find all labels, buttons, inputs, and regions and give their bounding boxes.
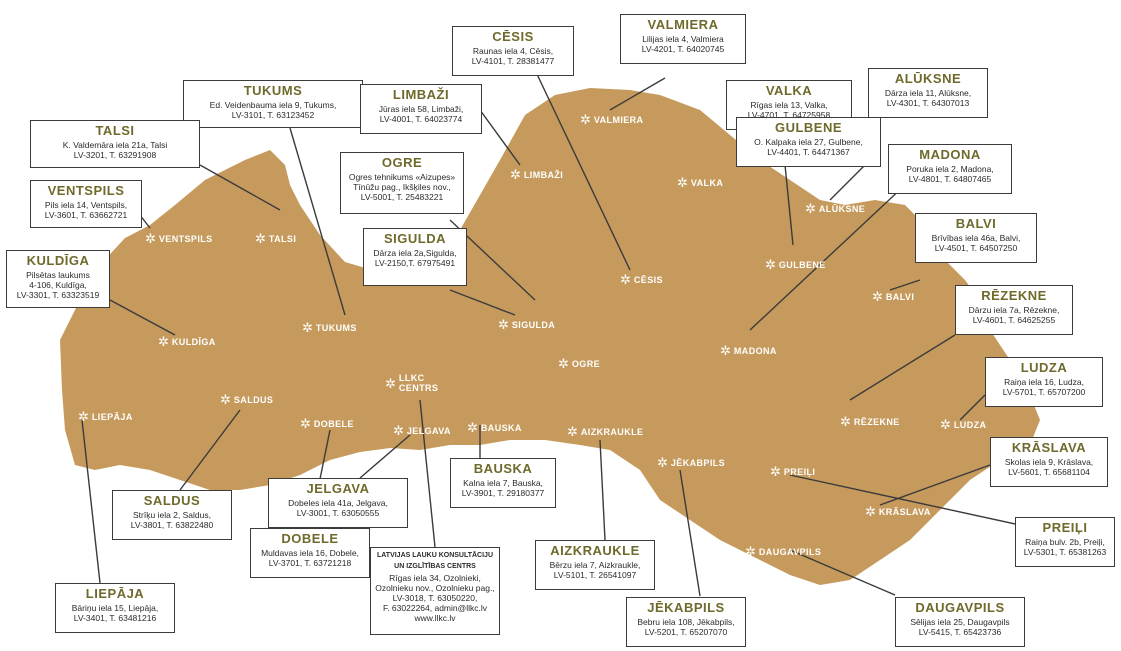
callout-dobele: DOBELE Muldavas iela 16, Dobele, LV-3701… xyxy=(250,528,370,578)
town-aluksne: ✲ALŪKSNE xyxy=(805,201,866,216)
callout-madona: MADONA Poruka iela 2, Madona, LV-4801, T… xyxy=(888,144,1012,194)
town-ventspils: ✲VENTSPILS xyxy=(145,231,213,246)
star-flower-icon: ✲ xyxy=(385,375,396,391)
star-flower-icon: ✲ xyxy=(770,464,781,479)
town-balvi: ✲BALVI xyxy=(872,289,915,304)
star-flower-icon: ✲ xyxy=(720,343,731,358)
callout-valmiera: VALMIERA Lilijas iela 4, Valmiera LV-420… xyxy=(620,14,746,64)
star-flower-icon: ✲ xyxy=(657,455,668,470)
star-flower-icon: ✲ xyxy=(805,201,816,216)
town-sigulda: ✲SIGULDA xyxy=(498,317,556,332)
callout-limbazi: LIMBAŽI Jūras iela 58, Limbaži, LV-4001,… xyxy=(360,84,482,134)
town-tukums: ✲TUKUMS xyxy=(302,320,357,335)
star-flower-icon: ✲ xyxy=(467,420,478,435)
star-flower-icon: ✲ xyxy=(620,272,631,287)
town-gulbene: ✲GULBENE xyxy=(765,257,826,272)
star-flower-icon: ✲ xyxy=(940,417,951,432)
town-jekabpils: ✲JĒKABPILS xyxy=(657,455,726,470)
star-flower-icon: ✲ xyxy=(872,289,883,304)
callout-bauska: BAUSKA Kalna iela 7, Bauska, LV-3901, T.… xyxy=(450,458,556,508)
callout-cesis: CĒSIS Raunas iela 4, Cēsis, LV-4101, T. … xyxy=(452,26,574,76)
star-flower-icon: ✲ xyxy=(567,424,578,439)
star-flower-icon: ✲ xyxy=(498,317,509,332)
callout-rezekne: RĒZEKNE Dārzu iela 7a, Rēzekne, LV-4601,… xyxy=(955,285,1073,335)
callout-talsi: TALSI K. Valdemāra iela 21a, Talsi LV-32… xyxy=(30,120,200,168)
star-flower-icon: ✲ xyxy=(677,175,688,190)
town-liepaja: ✲LIEPĀJA xyxy=(78,409,133,424)
star-flower-icon: ✲ xyxy=(302,320,313,335)
star-flower-icon: ✲ xyxy=(840,414,851,429)
callout-jelgava: JELGAVA Dobeles iela 41a, Jelgava, LV-30… xyxy=(268,478,408,528)
town-kraslava: ✲KRĀSLAVA xyxy=(865,504,931,519)
callout-ludza: LUDZA Raiņa iela 16, Ludza, LV-5701, T. … xyxy=(985,357,1103,407)
callout-kuldiga: KULDĪGA Pilsētas laukums 4-106, Kuldīga,… xyxy=(6,250,110,308)
callout-aluksne: ALŪKSNE Dārza iela 11, Alūksne, LV-4301,… xyxy=(868,68,988,118)
town-jelgava: ✲JELGAVA xyxy=(393,423,451,438)
town-aizkraukle: ✲AIZKRAUKLE xyxy=(567,424,644,439)
callout-liepaja: LIEPĀJA Bāriņu iela 15, Liepāja, LV-3401… xyxy=(55,583,175,633)
latvia-land-shape xyxy=(60,88,1040,585)
town-talsi: ✲TALSI xyxy=(255,231,297,246)
star-flower-icon: ✲ xyxy=(220,392,231,407)
callout-jekabpils: JĒKABPILS Bebru iela 108, Jēkabpils, LV-… xyxy=(626,597,746,647)
town-madona: ✲MADONA xyxy=(720,343,777,358)
star-flower-icon: ✲ xyxy=(580,112,591,127)
callout-aizkraukle: AIZKRAUKLE Bērzu iela 7, Aizkraukle, LV-… xyxy=(535,540,655,590)
town-preili: ✲PREIĻI xyxy=(770,464,816,479)
town-rezekne: ✲RĒZEKNE xyxy=(840,414,900,429)
callout-daugavpils: DAUGAVPILS Sēlijas iela 25, Daugavpils L… xyxy=(895,597,1025,647)
callout-ogre: OGRE Ogres tehnikums «Aizupes» Tīnūžu pa… xyxy=(340,152,464,214)
callout-preili: PREIĻI Raiņa bulv. 2b, Preiļi, LV-5301, … xyxy=(1015,517,1115,567)
town-daugavpils: ✲DAUGAVPILS xyxy=(745,544,822,559)
star-flower-icon: ✲ xyxy=(393,423,404,438)
star-flower-icon: ✲ xyxy=(145,231,156,246)
town-valmiera: ✲VALMIERA xyxy=(580,112,644,127)
callout-balvi: BALVI Brīvības iela 46a, Balvi, LV-4501,… xyxy=(915,213,1037,263)
star-flower-icon: ✲ xyxy=(255,231,266,246)
town-dobele: ✲DOBELE xyxy=(300,416,354,431)
town-bauska: ✲BAUSKA xyxy=(467,420,522,435)
town-ludza: ✲LUDZA xyxy=(940,417,987,432)
star-flower-icon: ✲ xyxy=(510,167,521,182)
callout-tukums: TUKUMS Ed. Veidenbauma iela 9, Tukums, L… xyxy=(183,80,363,128)
town-valka: ✲VALKA xyxy=(677,175,724,190)
star-flower-icon: ✲ xyxy=(745,544,756,559)
callout-llkc: LATVIJAS LAUKU KONSULTĀCIJU UN IZGLĪTĪBA… xyxy=(370,547,500,635)
town-kuldiga: ✲KULDĪGA xyxy=(158,334,216,349)
town-cesis: ✲CĒSIS xyxy=(620,272,663,287)
star-flower-icon: ✲ xyxy=(78,409,89,424)
star-flower-icon: ✲ xyxy=(158,334,169,349)
callout-ventspils: VENTSPILS Pils iela 14, Ventspils, LV-36… xyxy=(30,180,142,228)
star-flower-icon: ✲ xyxy=(865,504,876,519)
star-flower-icon: ✲ xyxy=(300,416,311,431)
town-limbazi: ✲LIMBAŽI xyxy=(510,167,564,182)
callout-kraslava: KRĀSLAVA Skolas iela 9, Krāslava, LV-560… xyxy=(990,437,1108,487)
town-ogre: ✲OGRE xyxy=(558,356,601,371)
callout-gulbene: GULBENE O. Kalpaka iela 27, Gulbene, LV-… xyxy=(736,117,881,167)
callout-saldus: SALDUS Strīķu iela 2, Saldus, LV-3801, T… xyxy=(112,490,232,540)
town-saldus: ✲SALDUS xyxy=(220,392,274,407)
star-flower-icon: ✲ xyxy=(765,257,776,272)
star-flower-icon: ✲ xyxy=(558,356,569,371)
callout-sigulda: SIGULDA Dārza iela 2a,Sigulda, LV-2150,T… xyxy=(363,228,467,286)
